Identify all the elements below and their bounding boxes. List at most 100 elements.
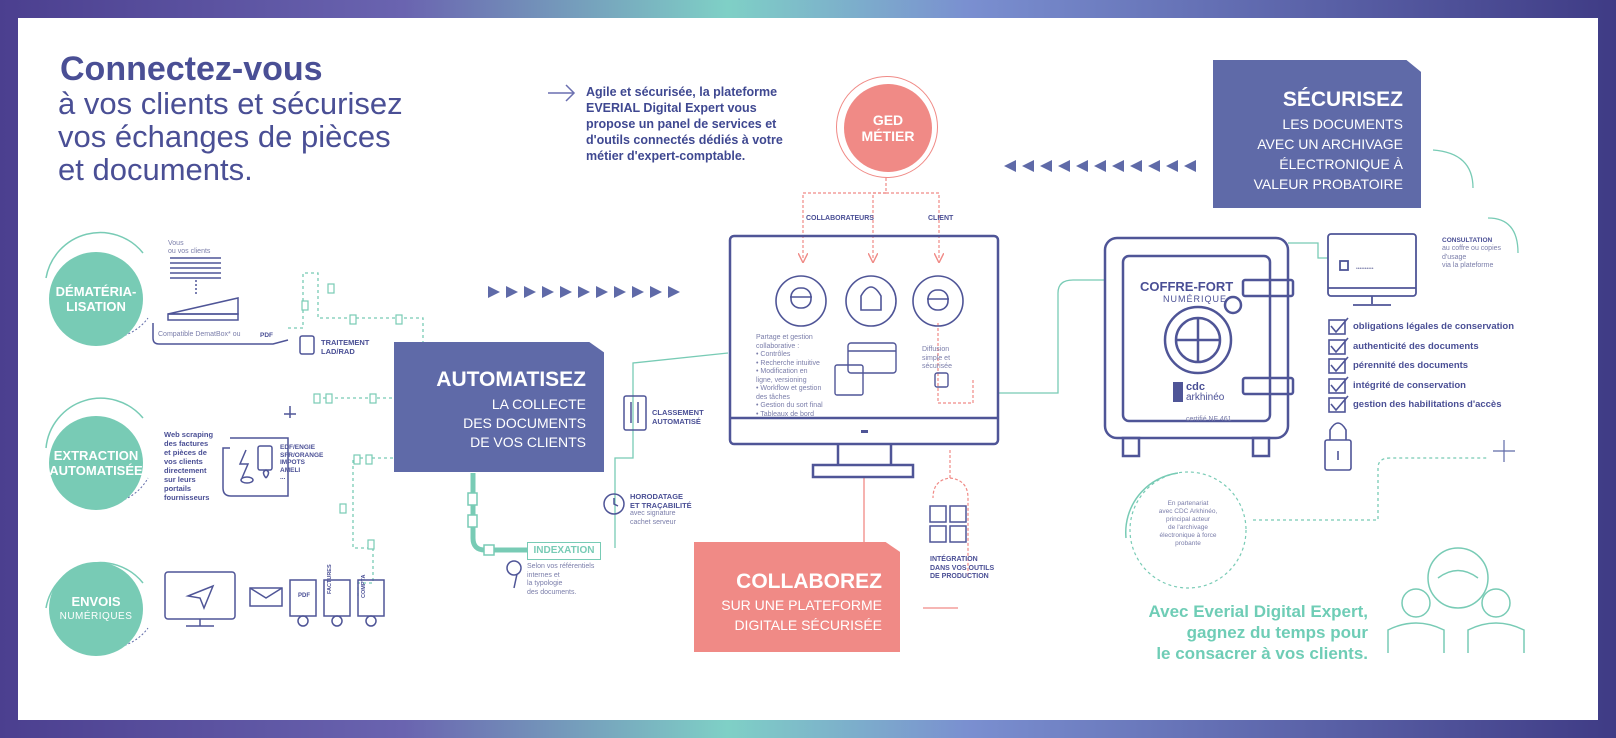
checklist-item-1: authenticité des documents	[1353, 341, 1479, 352]
handshake-illustration	[1387, 547, 1525, 653]
integration-label: INTÉGRATION DANS VOS OUTILS DE PRODUCTIO…	[930, 556, 994, 582]
indexation-route	[470, 473, 528, 553]
demat-line-2: LISATION	[66, 299, 126, 314]
extraction-desc-3: vos clients	[164, 457, 203, 466]
coffre-title: COFFRE-FORT	[1140, 279, 1234, 294]
checklist-item-3: intégrité de conservation	[1353, 380, 1466, 391]
integration-2: DE PRODUCTION	[930, 573, 989, 580]
ged-line2: MÉTIER	[861, 128, 915, 144]
indexation-desc-0: Selon vos référentiels	[527, 563, 595, 570]
securisez-line-4: VALEUR PROBATOIRE	[1253, 176, 1403, 192]
securisez-box: SÉCURISEZ LES DOCUMENTS AVEC UN ARCHIVAG…	[1213, 60, 1421, 208]
traitement-line-1: TRAITEMENT	[321, 338, 370, 347]
partage-3: • Recherche intuitive	[756, 359, 820, 367]
partage-8: • Gestion du sort final	[756, 402, 823, 409]
ged-metier-badge: GED MÉTIER	[844, 84, 932, 172]
checklist-item-4: gestion des habilitations d'accès	[1353, 399, 1502, 410]
consultation-desc-1: d'usage	[1442, 253, 1467, 261]
partenariat-text: En partenariat avec CDC Arkhinéo, princi…	[1138, 500, 1238, 548]
indexation-desc: Selon vos référentiels internes et la ty…	[527, 563, 594, 597]
extraction-illustration	[222, 406, 296, 497]
automatisez-box: AUTOMATISEZ LA COLLECTE DES DOCUMENTS DE…	[394, 342, 604, 472]
automatisez-line-2: DES DOCUMENTS	[463, 415, 586, 431]
indexation-desc-2: la typologie	[527, 580, 563, 587]
classement-line-1: AUTOMATISÉ	[652, 417, 701, 426]
consultation-monitor	[1327, 233, 1417, 306]
indexation-desc-1: internes et	[527, 571, 560, 579]
demat-compatible: Compatible DematBox* ou	[158, 331, 241, 338]
infographic-canvas: Connectez-vous à vos clients et sécurise…	[18, 18, 1598, 720]
integration-1: DANS VOS OUTILS	[930, 564, 995, 572]
collaborez-line-2: DIGITALE SÉCURISÉE	[734, 617, 882, 633]
checkboxes	[1324, 317, 1352, 471]
partenariat-1: avec CDC Arkhinéo,	[1158, 508, 1218, 515]
safe-illustration	[1103, 236, 1295, 458]
closing-text: Avec Everial Digital Expert, gagnez du t…	[1078, 601, 1368, 664]
extraction-badge: EXTRACTION AUTOMATISÉE	[49, 416, 143, 510]
coffre-brand-2: arkhinéo	[1186, 392, 1225, 403]
partage-list: Partage et gestion collaborative : • Con…	[756, 334, 823, 419]
coffre-cert: certifié NF 461	[1186, 416, 1232, 423]
client-label: CLIENT	[928, 215, 954, 222]
partage-9: • Tableaux de bord	[756, 410, 814, 418]
source-3: AMELI	[280, 466, 301, 474]
intro-text: Agile et sécurisée, la plateforme EVERIA…	[586, 85, 783, 163]
classement-label: CLASSEMENT AUTOMATISÉ	[652, 408, 704, 426]
consultation-title: CONSULTATION	[1442, 237, 1493, 244]
envois-illustration	[164, 571, 385, 627]
collaborez-line-1: SUR UNE PLATEFORME	[721, 597, 882, 613]
collaborez-box: COLLABOREZ SUR UNE PLATEFORME DIGITALE S…	[694, 542, 900, 652]
extraction-desc-6: portails	[164, 484, 192, 493]
partenariat-0: En partenariat	[1167, 500, 1209, 507]
demat-vous: Vous	[168, 240, 184, 247]
horodatage-desc-1: cachet serveur	[630, 518, 676, 526]
extraction-sources: EDF/ENGIE SFR/ORANGE IMPOTS AMELI ...	[280, 444, 323, 482]
collaborateurs-label: COLLABORATEURS	[806, 215, 874, 222]
ged-line1: GED	[872, 112, 904, 128]
ged-ring	[836, 76, 938, 178]
coffre-brand-1: cdc	[1186, 381, 1205, 393]
partage-4: • Modification en	[756, 368, 808, 375]
doc-compta-label: COMPTA	[361, 574, 367, 598]
hero-title: Connectez-vous	[60, 50, 323, 88]
indexation-desc-3: des documents.	[527, 588, 577, 596]
dematerialisation-badge: DÉMATÉRIA- LISATION	[49, 252, 143, 346]
source-0: EDF/ENGIE	[280, 444, 316, 451]
automatisez-line-1: LA COLLECTE	[491, 396, 586, 412]
demat-line-1: DÉMATÉRIA-	[55, 284, 137, 299]
closing-line-0: Avec Everial Digital Expert,	[1148, 602, 1368, 621]
securisez-line-2: AVEC UN ARCHIVAGE	[1257, 136, 1403, 152]
demat-pdf: PDF	[260, 332, 273, 339]
user-avatars	[775, 275, 964, 327]
hero-line-2: vos échanges de pièces	[58, 119, 391, 154]
intro-arrow-icon	[548, 84, 576, 102]
connector-layer	[45, 84, 1525, 653]
checklist-item-2: pérennité des documents	[1353, 360, 1469, 371]
consultation-label: CONSULTATION au coffre ou copies d'usage…	[1442, 236, 1501, 271]
diffusion-0: Diffusion	[922, 346, 950, 353]
automatisez-title: AUTOMATISEZ	[436, 368, 586, 391]
extraction-line-2: AUTOMATISÉE	[49, 463, 143, 478]
partenariat-3: de l'archivage	[1168, 524, 1208, 531]
checklist-item-0: obligations légales de conservation	[1353, 321, 1515, 332]
source-2: IMPOTS	[280, 459, 305, 466]
extraction-desc-4: directement	[164, 466, 207, 475]
hero-line-1: à vos clients et sécurisez	[58, 86, 403, 121]
securisez-line-1: LES DOCUMENTS	[1282, 116, 1403, 132]
coffre-sub: NUMÉRIQUE	[1163, 294, 1228, 304]
source-4: ...	[280, 474, 286, 481]
envois-badge: ENVOIS NUMÉRIQUES	[49, 562, 143, 656]
extraction-desc-7: fournisseurs	[164, 493, 210, 502]
traitement-line-2: LAD/RAD	[321, 347, 355, 356]
demat-ou-clients: ou vos clients	[168, 248, 211, 255]
classement-line-0: CLASSEMENT	[652, 408, 704, 417]
consultation-desc-2: via la plateforme	[1442, 262, 1494, 269]
securisez-line-3: ÉLECTRONIQUE À	[1279, 156, 1403, 172]
extraction-desc-5: sur leurs	[164, 475, 196, 484]
consultation-desc-0: au coffre ou copies	[1442, 245, 1502, 252]
partenariat-5: probante	[1175, 540, 1201, 547]
partage-6: • Workflow et gestion	[756, 385, 822, 392]
source-1: SFR/ORANGE	[280, 451, 324, 459]
partage-2: • Contrôles	[756, 351, 791, 358]
integration-0: INTÉGRATION	[930, 556, 978, 563]
